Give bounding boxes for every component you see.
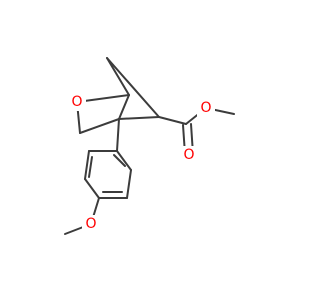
ester-ether-oxygen-label: O (200, 100, 211, 116)
ring-oxygen-label: O (71, 94, 82, 110)
ester-ether-oxygen-bg (197, 99, 215, 117)
bond-cyclobutane-carbon-to-carbonyl-carbon (158, 116, 187, 125)
bond-bridgehead-top-to-ring-carbon (106, 57, 130, 96)
bond-ch2-to-bridgehead-quaternary (79, 118, 120, 134)
methoxy-oxygen-label: O (85, 216, 96, 232)
bond-quaternary-to-aryl (116, 118, 120, 152)
molecule-structure-diagram: O O O O (64, 57, 235, 235)
methoxy-oxygen-bg (82, 215, 100, 233)
ester-carbonyl-oxygen-label: O (183, 147, 194, 163)
bond-bridgehead-quaternary-to-cyclobutane-carbon (118, 116, 160, 120)
methoxyphenyl-ring-bonds (84, 118, 132, 199)
bond-aryl-inner-double-c (113, 154, 126, 167)
ester-carbonyl-oxygen-bg (180, 146, 198, 164)
bond-aryl-inner-double-a (88, 156, 93, 178)
bond-ring-carbon-to-bridgehead-quaternary (118, 94, 130, 120)
bond-aryl-2-3 (84, 150, 90, 180)
bond-aryl-6-1 (116, 150, 132, 171)
bond-aryl-3-4 (84, 178, 100, 199)
atom-labels: O O O O (68, 93, 215, 233)
bond-aryl-5-6 (126, 169, 132, 199)
ring-oxygen-bg (68, 93, 86, 111)
bond-bridgehead-top-to-cyclobutane-carbon (106, 57, 160, 118)
bicyclic-core-bonds (76, 57, 160, 134)
